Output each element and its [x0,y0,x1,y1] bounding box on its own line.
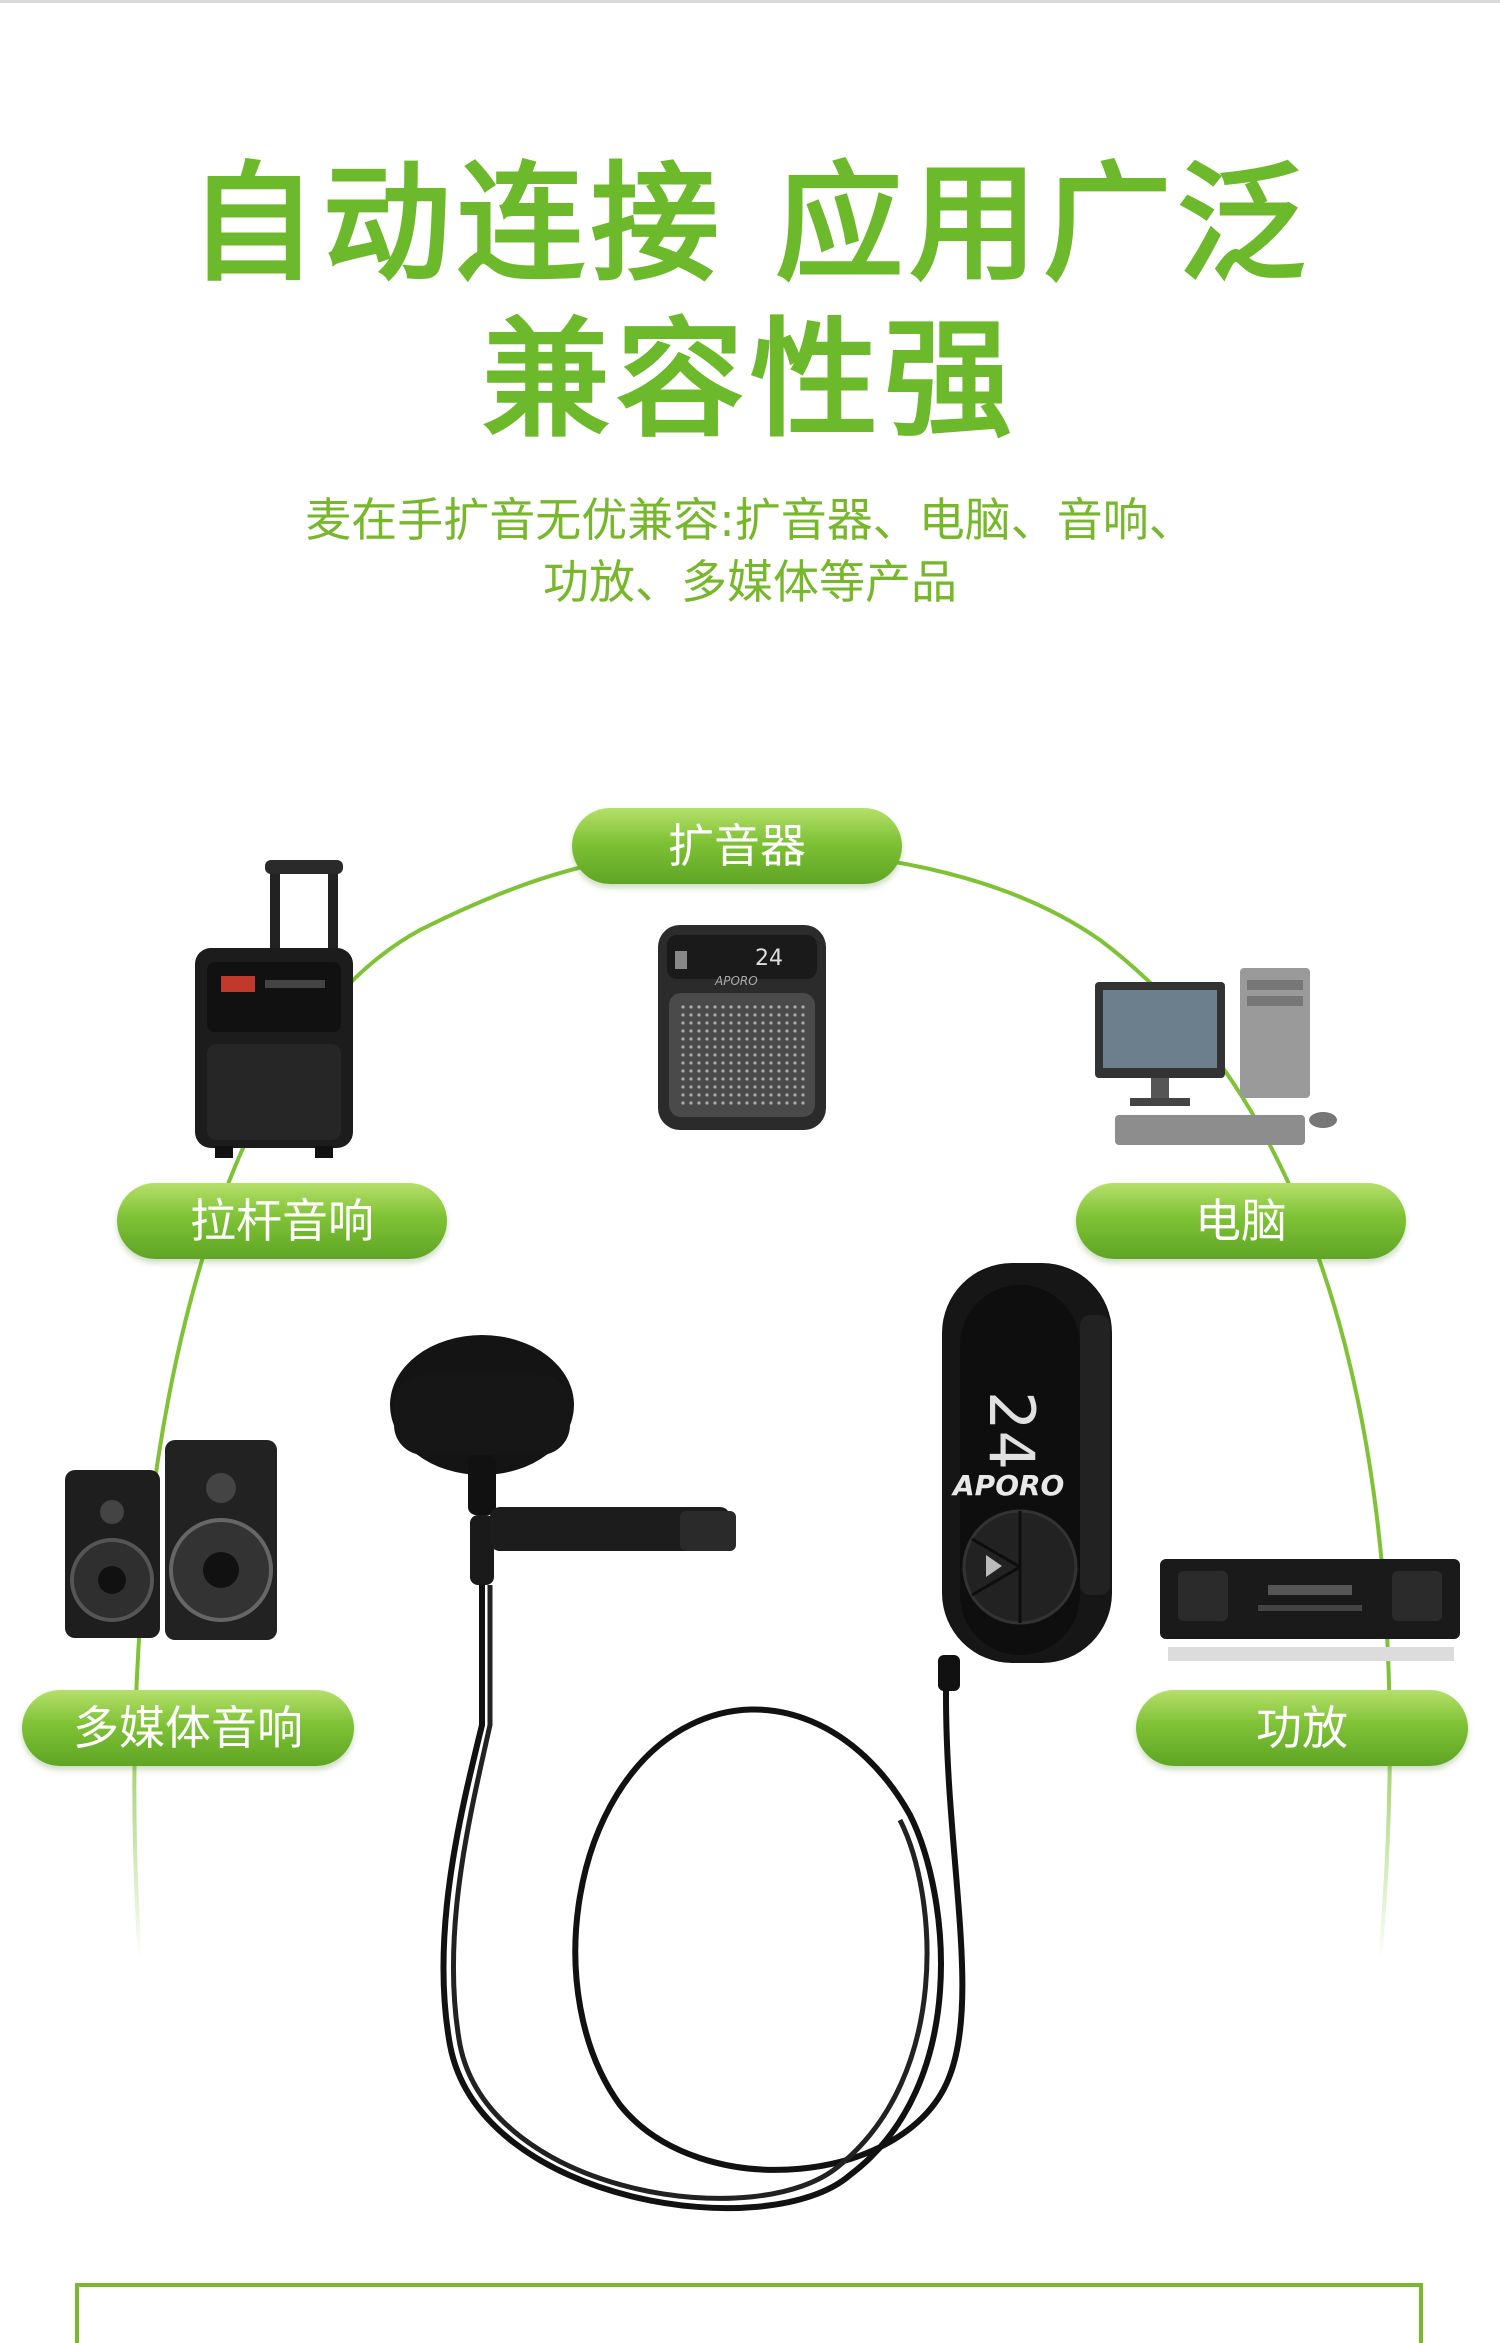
receiver-brand: APORO [951,1469,1064,1502]
pill-multimedia-speaker: 多媒体音响 [22,1690,354,1766]
amplifier-speaker-image: 24 APORO [658,925,826,1130]
power-amplifier-image [1160,1559,1460,1661]
multimedia-speakers-image [65,1440,277,1640]
pill-computer: 电脑 [1076,1183,1406,1259]
lavalier-microphone-image: 24 APORO [390,1263,1112,2211]
amplifier-digits: 24 [755,946,783,971]
trolley-speaker-image [195,860,353,1158]
next-section-frame [75,2283,1423,2343]
headline-line1: 自动连接 应用广泛 [188,150,1312,299]
headline-line2: 兼容性强 [481,306,1018,455]
receiver-display: 24 [975,1391,1048,1470]
computer-image [1095,968,1337,1145]
subtitle-line1: 麦在手扩音无优兼容:扩音器、电脑、音响、 [305,493,1195,547]
amplifier-brand: APORO [714,974,758,988]
top-divider [0,0,1500,3]
subtitle-line2: 功放、多媒体等产品 [543,555,957,609]
pill-trolley-speaker: 拉杆音响 [117,1183,447,1259]
pill-power-amplifier: 功放 [1136,1690,1468,1766]
pill-amplifier-speaker: 扩音器 [572,808,902,884]
